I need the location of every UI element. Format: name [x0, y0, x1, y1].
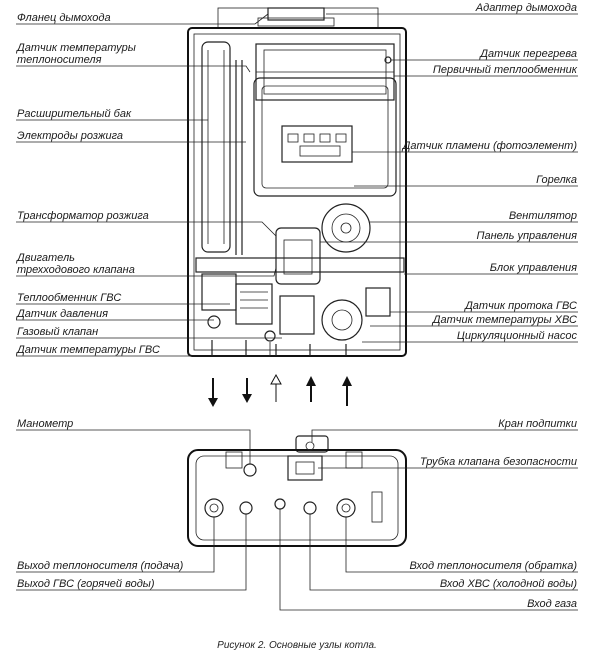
label-coolant-temp-sensor-1: Датчик температуры — [15, 42, 136, 54]
label-ignition-transformer: Трансформатор розжига — [17, 210, 149, 222]
label-cold-water-temp-sensor: Датчик температуры ХВС — [431, 314, 577, 326]
fan — [321, 203, 371, 253]
dhw-heat-exchanger — [235, 283, 273, 325]
boiler-bottom-view — [187, 435, 407, 547]
expansion-tank — [201, 41, 231, 253]
labels-bottom: Манометр Кран подпитки Трубка клапана бе… — [17, 418, 577, 610]
label-burner: Горелка — [536, 174, 577, 186]
gas-inlet-fitting — [274, 498, 286, 510]
labels-left: Фланец дымохода Датчик температуры тепло… — [15, 12, 160, 356]
manometer-dial — [243, 463, 257, 477]
label-cold-water-inlet: Вход ХВС (холодной воды) — [440, 578, 577, 590]
label-coolant-inlet: Вход теплоносителя (обратка) — [410, 560, 578, 572]
label-dhw-outlet: Выход ГВС (горячей воды) — [17, 578, 155, 590]
boiler-bottom-casing — [187, 449, 407, 547]
coolant-outlet-fitting — [204, 498, 224, 518]
boiler-front-view — [187, 7, 407, 357]
label-coolant-outlet: Выход теплоносителя (подача) — [17, 560, 184, 572]
label-gas-inlet: Вход газа — [527, 598, 577, 610]
pressure-sensor — [207, 315, 221, 329]
fill-tap — [305, 441, 315, 451]
label-primary-heat-exchanger: Первичный теплообменник — [433, 64, 578, 76]
label-dhw-temp-sensor: Датчик температуры ГВС — [15, 344, 160, 356]
cold-water-inlet-fitting — [303, 501, 317, 515]
label-control-panel: Панель управления — [477, 230, 578, 242]
label-overheat-sensor: Датчик перегрева — [478, 48, 577, 60]
label-circulation-pump: Циркуляционный насос — [457, 330, 578, 342]
circulation-pump — [321, 299, 363, 341]
control-unit — [195, 257, 405, 273]
label-manometer: Манометр — [17, 418, 73, 430]
label-ignition-electrodes: Электроды розжига — [17, 130, 123, 142]
burner — [281, 125, 353, 163]
combustion-chamber — [253, 77, 397, 197]
safety-valve — [287, 455, 323, 481]
gas-valve — [279, 295, 315, 335]
label-dhw-flow-sensor: Датчик протока ГВС — [463, 300, 577, 312]
label-fan: Вентилятор — [509, 210, 577, 222]
control-panel — [275, 227, 321, 285]
three-way-valve-motor — [201, 273, 237, 311]
label-fill-tap: Кран подпитки — [498, 418, 577, 430]
dhw-temp-sensor-body — [264, 330, 276, 342]
label-three-way-motor-2: трехходового клапана — [17, 264, 135, 276]
label-dhw-heat-exchanger: Теплообменник ГВС — [17, 292, 121, 304]
label-flue-adapter: Адаптер дымохода — [475, 2, 577, 14]
flow-arrows — [208, 373, 352, 407]
label-gas-valve: Газовый клапан — [17, 326, 98, 338]
figure-caption: Рисунок 2. Основные узлы котла. — [217, 640, 377, 651]
label-expansion-tank: Расширительный бак — [17, 108, 132, 120]
label-pressure-sensor: Датчик давления — [15, 308, 108, 320]
label-control-unit: Блок управления — [490, 262, 577, 274]
label-coolant-temp-sensor-2: теплоносителя — [17, 54, 102, 66]
labels-right: Адаптер дымохода Датчик перегрева Первич… — [401, 2, 578, 342]
label-safety-valve-tube: Трубка клапана безопасности — [420, 456, 577, 468]
coolant-inlet-fitting — [336, 498, 356, 518]
dhw-outlet-fitting — [239, 501, 253, 515]
label-flame-sensor: Датчик пламени (фотоэлемент) — [401, 140, 578, 152]
label-three-way-motor-1: Двигатель — [15, 252, 75, 264]
leader-lines — [16, 13, 578, 611]
label-flue-flange: Фланец дымохода — [17, 12, 111, 24]
boiler-casing — [187, 27, 407, 357]
dhw-flow-sensor — [365, 287, 391, 317]
